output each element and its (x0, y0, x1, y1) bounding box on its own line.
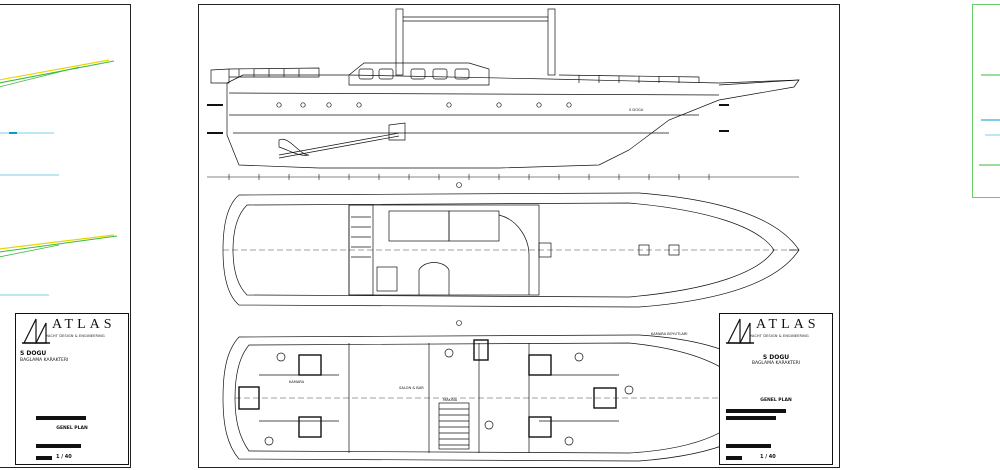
profile-view (210, 8, 800, 169)
lower-deck-plan (222, 334, 780, 462)
salon-label: SALON & BAR (399, 386, 424, 390)
atlas-logo-icon (22, 318, 50, 344)
title-block-bar (726, 456, 742, 460)
title-block-main: ATLAS YACHT DESIGN & ENGINEERING S DOGU … (719, 313, 833, 465)
title-block-left: ATLAS YACHT DESIGN & ENGINEERING S DOGU … (15, 313, 129, 465)
left-sheet-drawing (0, 59, 118, 296)
scale-value: 1 / 40 (56, 454, 72, 460)
title-block-bar (726, 444, 771, 448)
note-label: KAMARA BOYUTLARI (651, 332, 687, 336)
title-block-bar (36, 416, 86, 420)
title-block-bar (36, 444, 81, 448)
vessel-name: S DOGU (762, 354, 790, 361)
hull-name-label: S DOGU (629, 108, 644, 112)
right-sheet-drawing (979, 74, 1000, 166)
section-title: GENEL PLAN (760, 398, 792, 403)
centerline-marker (456, 320, 462, 326)
plan-title: BAGLAMA KARAKTERI (751, 361, 801, 366)
title-block-bar (726, 409, 786, 413)
brand-name: ATLAS (52, 317, 116, 332)
drawing-sheet-left: ATLAS YACHT DESIGN & ENGINEERING S DOGU … (0, 4, 131, 468)
general-arrangement-drawing: S DOGU (207, 8, 800, 462)
brand-name: ATLAS (756, 317, 820, 332)
scale-value: 1 / 40 (760, 454, 776, 460)
plan-title: BAGLAMA KARAKTERI (20, 358, 69, 363)
brand-tagline: YACHT DESIGN & ENGINEERING (750, 334, 809, 338)
section-title: GENEL PLAN (56, 426, 88, 431)
deck-plan (222, 192, 800, 308)
station-ruler (207, 174, 799, 180)
drawing-sheet-main: S DOGU (198, 4, 840, 468)
title-block-bar (36, 456, 52, 460)
title-block-bar (726, 416, 776, 420)
mech-label: MAKINA (443, 398, 458, 402)
waterline-marks (207, 104, 729, 134)
vessel-name: S DOGU (20, 350, 47, 357)
centerline-marker (456, 182, 462, 188)
atlas-logo-icon (726, 318, 754, 344)
brand-tagline: YACHT DESIGN & ENGINEERING (46, 334, 105, 338)
cabin-label: KAMARA (289, 380, 305, 384)
drawing-sheet-right (972, 4, 1000, 198)
